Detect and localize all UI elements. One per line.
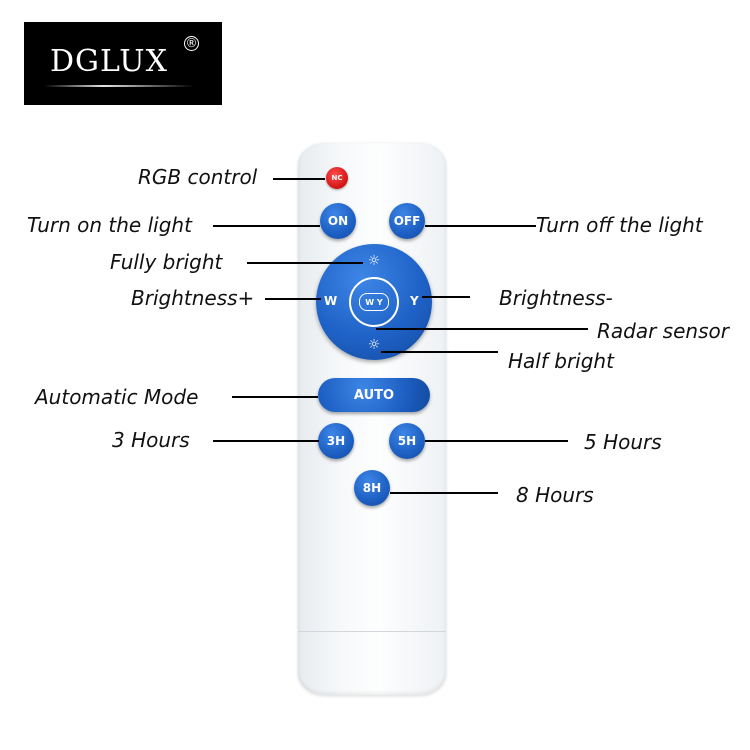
off-button[interactable]: OFF	[389, 203, 425, 239]
leader-line-on	[213, 225, 320, 227]
label-5-hours: 5 Hours	[584, 430, 662, 454]
leader-line-5h	[425, 440, 568, 442]
brightness-plus-button[interactable]: W	[324, 294, 338, 308]
logo-light-streak	[44, 85, 194, 87]
label-8-hours: 8 Hours	[516, 483, 594, 507]
timer-5h-button[interactable]: 5H	[389, 423, 425, 459]
auto-button[interactable]: AUTO	[318, 378, 430, 412]
label-turn-on: Turn on the light	[27, 213, 192, 237]
leader-line-brightness-plus	[265, 298, 321, 300]
battery-cover-seam	[298, 631, 446, 632]
remote-control-body	[298, 143, 446, 695]
label-turn-off: Turn off the light	[536, 213, 703, 237]
label-radar-sensor: Radar sensor	[597, 319, 729, 343]
leader-line-brightness-minus	[422, 296, 470, 298]
leader-line-8h	[390, 492, 498, 494]
on-button[interactable]: ON	[320, 203, 356, 239]
leader-line-3h	[213, 440, 319, 442]
timer-8h-button[interactable]: 8H	[354, 470, 390, 506]
label-automatic-mode: Automatic Mode	[35, 385, 199, 409]
wy-mode-label: W Y	[359, 293, 389, 311]
leader-line-radar	[376, 328, 588, 330]
label-rgb-control: RGB control	[138, 165, 258, 189]
brightness-minus-button[interactable]: Y	[410, 294, 419, 308]
label-3-hours: 3 Hours	[112, 428, 190, 452]
timer-3h-button[interactable]: 3H	[318, 423, 354, 459]
leader-line-off	[425, 225, 536, 227]
label-brightness-plus: Brightness+	[131, 286, 255, 310]
leader-line-fully-bright	[247, 262, 363, 264]
nc-button[interactable]: NC	[326, 167, 348, 189]
brand-logo-text: DGLUX	[50, 44, 168, 79]
full-brightness-sun-icon[interactable]: ☼	[367, 253, 381, 269]
label-brightness-minus: Brightness-	[499, 286, 613, 310]
leader-line-auto	[232, 396, 318, 398]
label-fully-bright: Fully bright	[110, 250, 223, 274]
half-brightness-sun-icon[interactable]: ☼	[367, 337, 381, 353]
leader-line-half-bright	[381, 351, 498, 353]
registered-mark: ®	[184, 36, 199, 51]
brand-logo: DGLUX ®	[24, 22, 222, 105]
radar-sensor-button[interactable]: W Y	[349, 277, 399, 327]
leader-line-rgb	[273, 178, 325, 180]
label-half-bright: Half bright	[508, 349, 614, 373]
